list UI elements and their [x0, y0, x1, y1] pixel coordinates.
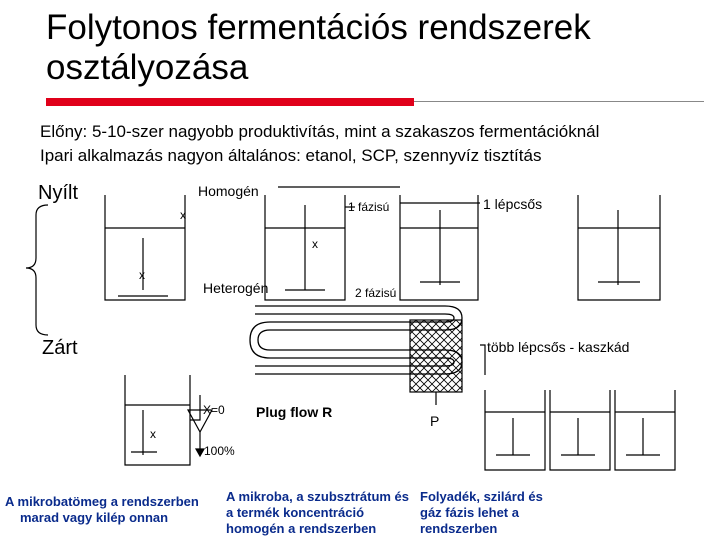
title-accent-bar	[46, 98, 414, 106]
page-title: Folytonos fermentációs rendszerek osztál…	[46, 8, 591, 87]
open-label: Nyílt	[38, 182, 78, 204]
x-zero-label: X=0	[203, 403, 225, 417]
percent-label: 100%	[204, 444, 235, 458]
two-phase-label: 2 fázisú	[355, 286, 397, 300]
one-stage-reactor	[577, 195, 661, 301]
title-divider	[414, 101, 704, 102]
note-right: Folyadék, szilárd és gáz fázis lehet a r…	[420, 489, 543, 536]
multi-stage-label: több lépcsős - kaszkád	[487, 339, 630, 355]
x-label-open: x	[139, 268, 145, 282]
two-phase-reactor	[399, 195, 479, 301]
product-label: P	[430, 413, 440, 429]
x-label-closed: x	[150, 427, 156, 441]
homogeneous-reactor	[264, 195, 346, 301]
x-label-phase: x	[312, 237, 318, 251]
cascade-reactors	[484, 390, 676, 471]
intro-line-1: Előny: 5-10-szer nagyobb produktivítás, …	[40, 122, 600, 141]
closed-reactor	[124, 375, 214, 466]
open-closed-brace	[25, 204, 49, 336]
note-left-line-1: A mikrobatömeg a rendszerben	[5, 494, 199, 509]
packed-column	[409, 319, 463, 393]
intro-line-2: Ipari alkalmazás nagyon általános: etano…	[40, 146, 542, 165]
one-stage-label: 1 lépcsős	[483, 196, 543, 212]
cascade-line	[480, 344, 486, 375]
homogeneous-label: Homogén	[198, 183, 259, 199]
plug-flow-label: Plug flow R	[256, 404, 333, 420]
one-phase-label: 1 fázisú	[348, 200, 390, 214]
note-left-line-2: marad vagy kilép onnan	[20, 510, 169, 525]
closed-label: Zárt	[42, 337, 78, 359]
heterogeneous-label: Heterogén	[203, 280, 269, 296]
x-label-homogeneous: x	[180, 208, 186, 222]
open-reactor	[104, 195, 186, 301]
note-middle: A mikroba, a szubsztrátum és a termék ko…	[226, 489, 410, 536]
